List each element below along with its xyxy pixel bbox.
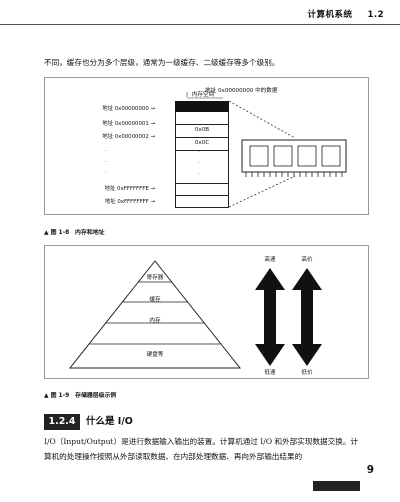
- memory-cell-0b: 0x0B: [175, 124, 229, 138]
- figure-1-8-caption: ▲ 图 1-8 内存和地址: [44, 230, 105, 236]
- memory-pyramid: [68, 260, 322, 369]
- ellipsis-dot: ·: [105, 170, 107, 176]
- price-arrow: [292, 268, 322, 366]
- ellipsis-dot: ·: [198, 171, 200, 177]
- io-paragraph: I/O（Input/Output）是进行数据输入输出的装置。计算机通过 I/O …: [44, 437, 359, 461]
- highlighted-cell: [175, 101, 229, 112]
- projection-lines: [186, 92, 296, 208]
- figure-1-8-frame: 内存空间 地址 0x00000000 中的数据 0x0B 0x0C · · · …: [44, 77, 369, 215]
- header-rule: [0, 24, 400, 25]
- callout-label: 地址 0x00000000 中的数据: [205, 88, 278, 94]
- ellipsis-dot: ·: [198, 149, 200, 155]
- cell-divider: [175, 195, 229, 196]
- address-label: 地址 0x00000002 →: [102, 134, 155, 140]
- memory-cell-0c: 0x0C: [175, 137, 229, 151]
- intro-paragraph: 不同，缓存也分为多个层级，通常为一级缓存、二级缓存等多个级别。: [44, 58, 280, 67]
- section-number-badge: 1.2.4: [44, 414, 80, 430]
- address-label: 地址 0xFFFFFFFF →: [104, 199, 155, 205]
- page-number-bar: [313, 481, 360, 491]
- cell-divider: [175, 183, 229, 184]
- running-header: 计算机系统 1.2: [307, 8, 384, 20]
- speed-arrow: [255, 268, 285, 366]
- address-label: 地址 0xFFFFFFFE →: [104, 186, 155, 192]
- pyramid-level-cache: 缓存: [149, 297, 161, 303]
- figure-1-9-frame: 寄存器 缓存 内存 硬盘等 高速 低速 高价 低价: [44, 245, 369, 379]
- memory-space-label: 内存空间: [191, 92, 215, 98]
- ellipsis-dot: ·: [105, 148, 107, 154]
- section-title: 什么是 I/O: [86, 416, 133, 427]
- pyramid-level-disk: 硬盘等: [146, 352, 164, 358]
- speed-high-label: 高速: [264, 257, 276, 263]
- ellipsis-dot: ·: [105, 159, 107, 165]
- section-number-header: 1.2: [367, 10, 384, 20]
- price-low-label: 低价: [301, 370, 313, 376]
- chapter-title: 计算机系统: [307, 10, 353, 20]
- pyramid-level-memory: 内存: [149, 318, 161, 324]
- price-high-label: 高价: [301, 257, 313, 263]
- memory-cell: [175, 112, 229, 125]
- pyramid-level-registers: 寄存器: [146, 275, 164, 281]
- page-number: 9: [366, 464, 374, 476]
- figure-1-9-caption: ▲ 图 1-9 存储器层级示例: [44, 393, 117, 399]
- address-label: 地址 0x00000001 →: [102, 121, 155, 127]
- ram-module-icon: [241, 139, 347, 177]
- address-label: 地址 0x00000000 →: [102, 106, 155, 112]
- speed-low-label: 低速: [264, 370, 276, 376]
- ellipsis-dot: ·: [198, 160, 200, 166]
